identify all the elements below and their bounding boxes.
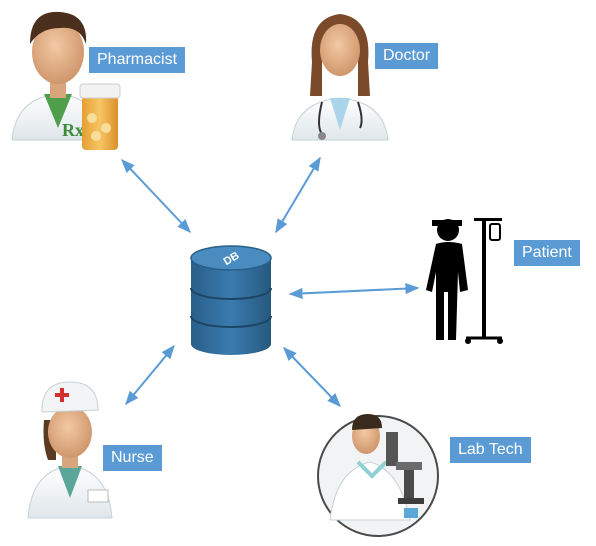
arrow-patient-db	[288, 282, 420, 300]
role-label-patient: Patient	[514, 240, 580, 266]
arrow-pharmacist-db	[121, 158, 191, 234]
patient-iv-drip-icon	[426, 218, 503, 344]
lab-tech-microscope-icon	[317, 414, 439, 537]
svg-text:Rx: Rx	[62, 120, 84, 140]
nurse-icon	[27, 381, 113, 519]
role-label-lab-tech: Lab Tech	[450, 437, 531, 463]
pharmacist-icon: Rx	[11, 11, 121, 150]
role-label-pharmacist: Pharmacist	[89, 47, 186, 73]
arrow-doctor-db	[275, 156, 321, 234]
arrow-nurse-db	[125, 344, 175, 406]
role-label-nurse: Nurse	[103, 445, 162, 471]
doctor-icon	[291, 14, 389, 141]
role-label-doctor: Doctor	[375, 43, 439, 69]
database-cylinder-icon: DB	[190, 245, 272, 355]
connector-arrows	[121, 156, 420, 408]
arrow-labtech-db	[283, 346, 341, 408]
